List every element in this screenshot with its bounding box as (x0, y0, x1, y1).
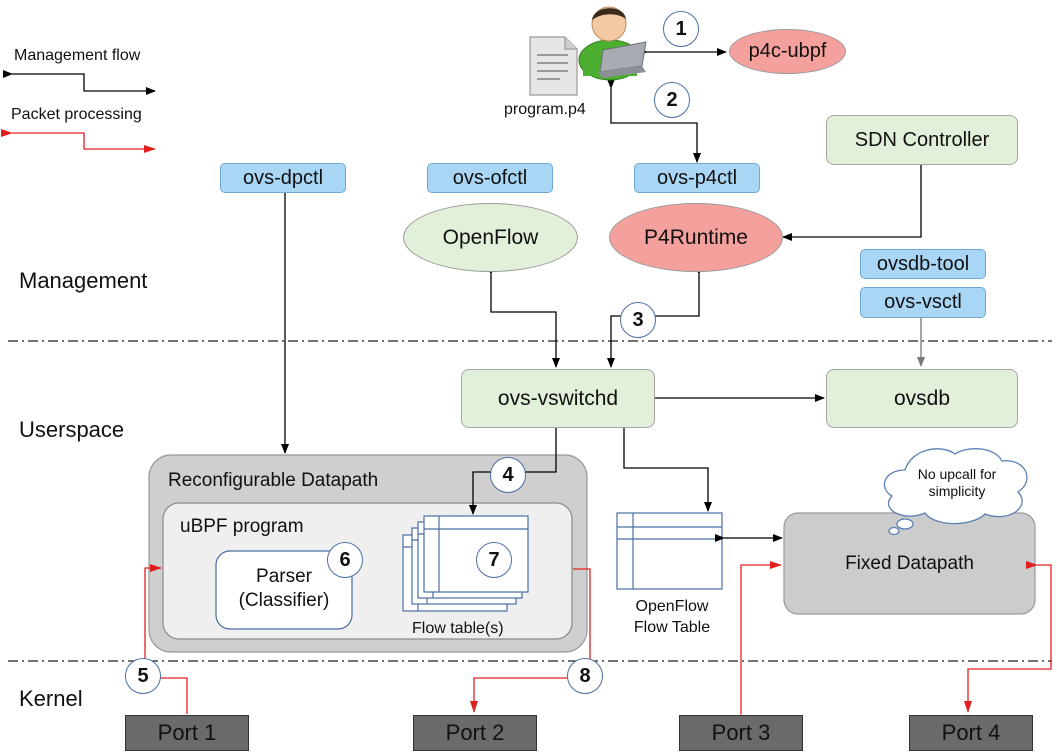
step-3-badge: 3 (620, 302, 656, 338)
cloud-shape (883, 448, 1028, 536)
flow-tables-label: Flow table(s) (412, 620, 504, 637)
program-file-label: program.p4 (504, 101, 586, 118)
step-4-badge: 4 (490, 457, 526, 493)
port-4[interactable]: Port 4 (909, 715, 1033, 751)
openflow-table-label-line1: OpenFlow (635, 598, 709, 615)
parser-label: Parser (Classifier) (216, 565, 352, 613)
openflow-table-label: OpenFlow Flow Table (612, 596, 732, 638)
parser-label-line2: (Classifier) (238, 590, 330, 611)
layer-label-kernel: Kernel (19, 686, 83, 711)
step-6-badge: 6 (327, 542, 363, 578)
legend-management-label: Management flow (14, 47, 141, 64)
legend-management-arrow (3, 70, 156, 95)
document-icon (529, 36, 578, 96)
step-8-badge: 8 (567, 658, 603, 694)
legend-packet-arrow (1, 129, 156, 153)
step-2-badge: 2 (654, 82, 690, 118)
ovsdb-box[interactable]: ovsdb (826, 369, 1018, 428)
arrow-port3-fixed (737, 561, 782, 725)
parser-label-line1: Parser (256, 566, 312, 587)
openflow-node[interactable]: OpenFlow (403, 203, 578, 272)
layer-label-userspace: Userspace (19, 417, 125, 442)
p4runtime-node[interactable]: P4Runtime (609, 203, 783, 272)
arrow-vswitchd-oftable (620, 419, 712, 512)
legend-packet-label: Packet processing (11, 106, 142, 123)
ubpf-program-title: uBPF program (180, 516, 304, 537)
step-7-badge: 7 (476, 542, 512, 578)
p4c-ubpf-compiler[interactable]: p4c-ubpf (729, 29, 846, 74)
ovsdb-tool[interactable]: ovsdb-tool (860, 249, 986, 279)
ovs-p4ctl-tool[interactable]: ovs-p4ctl (634, 163, 760, 193)
arrow-program-p4ctl (607, 79, 701, 163)
user-icon (578, 6, 647, 81)
step-1-badge: 1 (663, 11, 699, 47)
arrow-sdn-p4runtime (782, 156, 925, 241)
port-2[interactable]: Port 2 (413, 715, 537, 751)
ovs-dpctl-tool[interactable]: ovs-dpctl (220, 163, 346, 193)
ovs-vswitchd-box[interactable]: ovs-vswitchd (461, 369, 655, 428)
parser-box (215, 550, 353, 630)
arrow-openflow-vswitchd (487, 265, 560, 368)
cloud-note: No upcall for simplicity (897, 466, 1017, 500)
arrow-fixed-port4 (964, 561, 1052, 713)
cloud-note-line2: simplicity (928, 483, 986, 499)
openflow-table-label-line2: Flow Table (633, 619, 711, 636)
step-5-badge: 5 (125, 658, 161, 694)
openflow-flow-table (616, 512, 723, 590)
cloud-note-line1: No upcall for (917, 466, 997, 482)
layer-label-management: Management (19, 268, 148, 293)
sdn-controller-box[interactable]: SDN Controller (826, 115, 1018, 165)
reconfigurable-datapath-title: Reconfigurable Datapath (168, 470, 379, 491)
ovs-vsctl-tool[interactable]: ovs-vsctl (860, 287, 986, 318)
port-1[interactable]: Port 1 (125, 715, 249, 751)
port-3[interactable]: Port 3 (679, 715, 803, 751)
ovs-ofctl-tool[interactable]: ovs-ofctl (427, 163, 553, 193)
fixed-datapath-label: Fixed Datapath (845, 553, 974, 574)
